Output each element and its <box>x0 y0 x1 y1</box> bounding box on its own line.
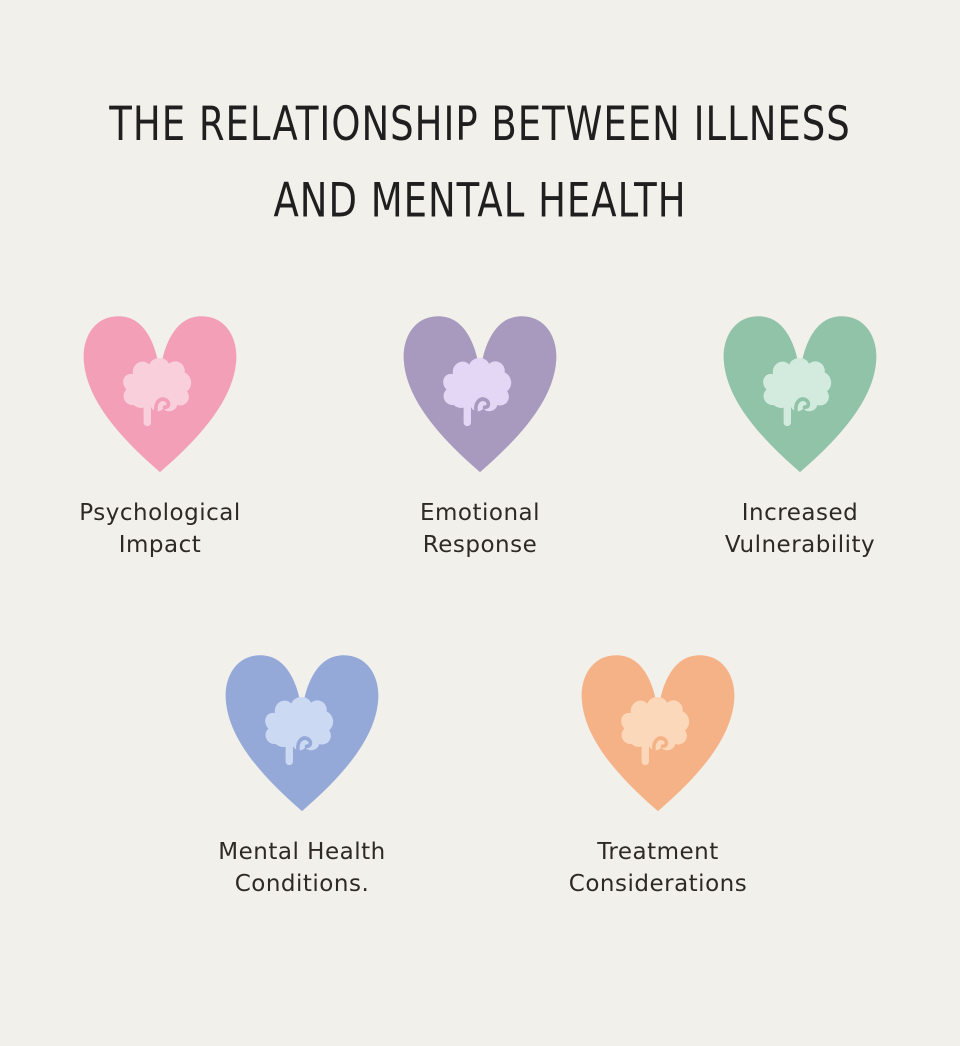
page-title: THE RELATIONSHIP BETWEEN ILLNESS AND MEN… <box>50 86 910 239</box>
label-line: Response <box>422 532 538 559</box>
heart-label: Psychological Impact <box>79 497 240 561</box>
label-line: Increased <box>741 499 859 526</box>
label-line: Impact <box>118 532 202 559</box>
heart-card-treatment-considerations: Treatment Considerations <box>520 646 796 900</box>
heart-label: Treatment Considerations <box>569 836 747 900</box>
label-line: Considerations <box>568 871 748 898</box>
heart-card-mental-health-conditions: Mental Health Conditions. <box>164 646 440 900</box>
label-line: Vulnerability <box>724 532 876 559</box>
label-line: Mental Health <box>218 839 386 866</box>
title-line-2: AND MENTAL HEALTH <box>273 172 687 228</box>
hearts-row-1: Psychological Impact Emotional Response … <box>0 291 960 577</box>
label-line: Emotional <box>419 499 541 526</box>
heart-brain-icon <box>401 314 559 474</box>
heart-label: Increased Vulnerability <box>725 497 875 561</box>
heart-brain-icon <box>579 653 737 814</box>
heart-brain-icon <box>223 653 381 814</box>
heart-label: Mental Health Conditions. <box>218 836 385 900</box>
heart-card-increased-vulnerability: Increased Vulnerability <box>680 307 920 561</box>
title-line-1: THE RELATIONSHIP BETWEEN ILLNESS <box>109 96 851 152</box>
heart-card-emotional-response: Emotional Response <box>360 307 600 561</box>
heart-label: Emotional Response <box>420 497 540 561</box>
infographic-canvas: THE RELATIONSHIP BETWEEN ILLNESS AND MEN… <box>0 86 960 1046</box>
heart-card-psychological-impact: Psychological Impact <box>40 307 280 561</box>
hearts-row-2: Mental Health Conditions. Treatment Cons… <box>0 630 960 916</box>
heart-brain-icon <box>721 314 879 474</box>
heart-brain-icon <box>81 314 239 474</box>
label-line: Psychological <box>79 499 241 526</box>
label-line: Conditions. <box>234 871 370 898</box>
label-line: Treatment <box>597 839 719 866</box>
